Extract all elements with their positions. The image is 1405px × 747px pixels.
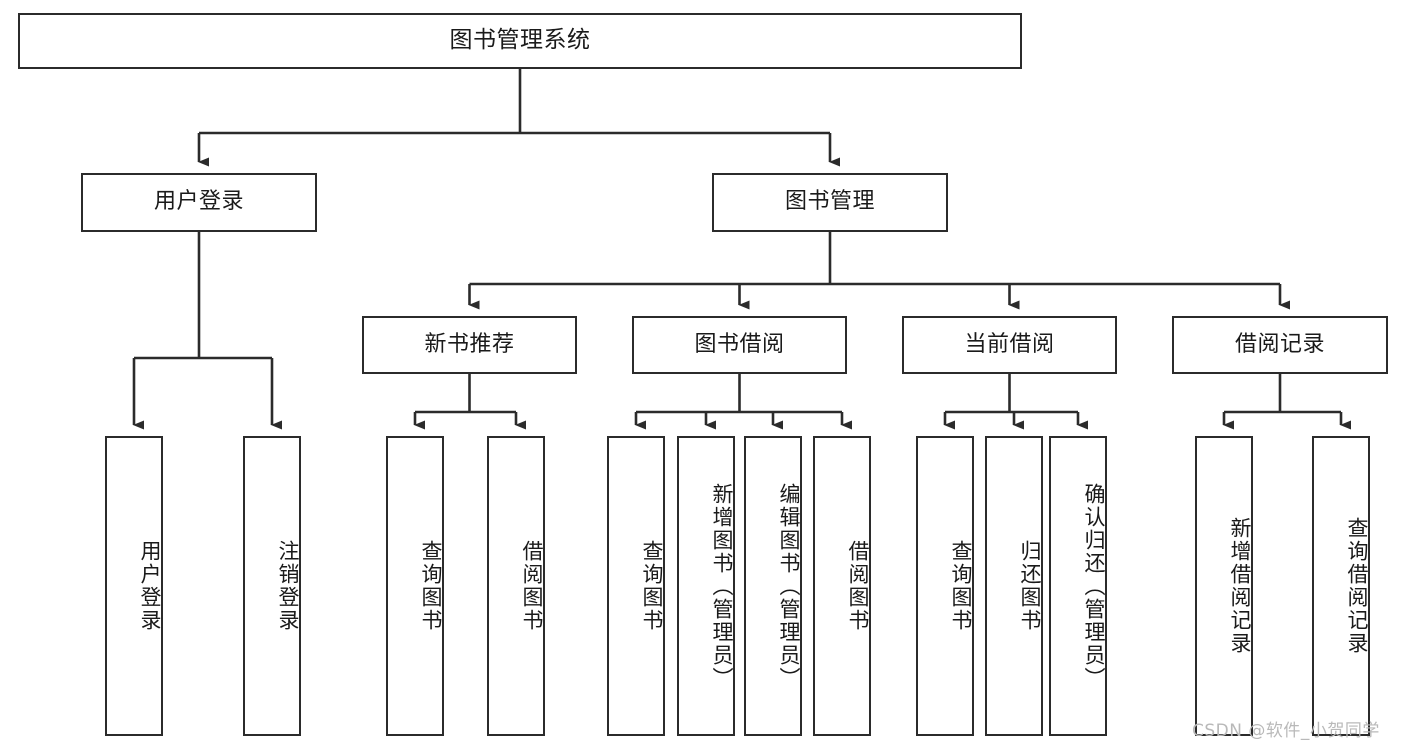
node-book-borrow[interactable]: 图书借阅 xyxy=(632,316,847,374)
node-leaf-query-book-1[interactable]: 查询图书 xyxy=(386,436,444,736)
node-leaf-query-book-2[interactable]: 查询图书 xyxy=(607,436,665,736)
node-label: 新增借阅记录 xyxy=(1228,517,1252,655)
node-root[interactable]: 图书管理系统 xyxy=(18,13,1022,69)
node-label: 图书管理系统 xyxy=(449,27,591,54)
node-label: 查询图书 xyxy=(419,540,443,632)
node-leaf-return-book[interactable]: 归还图书 xyxy=(985,436,1043,736)
node-leaf-borrow-book-2[interactable]: 借阅图书 xyxy=(813,436,871,736)
node-leaf-add-borrow-record[interactable]: 新增借阅记录 xyxy=(1195,436,1253,736)
node-leaf-query-book-3[interactable]: 查询图书 xyxy=(916,436,974,736)
node-label: 借阅记录 xyxy=(1234,331,1325,357)
node-current-borrow[interactable]: 当前借阅 xyxy=(902,316,1117,374)
node-label: 借阅图书 xyxy=(846,540,870,632)
node-label: 归还图书 xyxy=(1018,540,1042,632)
node-user-login[interactable]: 用户登录 xyxy=(81,173,317,232)
node-leaf-query-borrow-record[interactable]: 查询借阅记录 xyxy=(1312,436,1370,736)
node-label: 注销登录 xyxy=(276,540,300,632)
node-label: 查询借阅记录 xyxy=(1345,517,1369,655)
node-label: 借阅图书 xyxy=(520,540,544,632)
node-leaf-user-login[interactable]: 用户登录 xyxy=(105,436,163,736)
node-leaf-add-book-admin[interactable]: 新增图书（管理员） xyxy=(677,436,735,736)
node-leaf-edit-book-admin[interactable]: 编辑图书（管理员） xyxy=(744,436,802,736)
node-leaf-logout[interactable]: 注销登录 xyxy=(243,436,301,736)
node-label: 用户登录 xyxy=(138,540,162,632)
node-label: 用户登录 xyxy=(153,189,244,215)
node-label: 图书管理 xyxy=(784,189,875,215)
node-label: 新增图书（管理员） xyxy=(710,482,734,690)
node-borrow-records[interactable]: 借阅记录 xyxy=(1172,316,1388,374)
node-leaf-confirm-return-admin[interactable]: 确认归还（管理员） xyxy=(1049,436,1107,736)
node-new-book-recommend[interactable]: 新书推荐 xyxy=(362,316,577,374)
node-label: 查询图书 xyxy=(640,540,664,632)
node-label: 确认归还（管理员） xyxy=(1082,482,1106,690)
node-label: 查询图书 xyxy=(949,540,973,632)
node-label: 编辑图书（管理员） xyxy=(777,482,801,690)
node-book-management[interactable]: 图书管理 xyxy=(712,173,948,232)
node-label: 图书借阅 xyxy=(694,331,785,357)
node-label: 当前借阅 xyxy=(964,331,1055,357)
node-label: 新书推荐 xyxy=(424,331,515,357)
node-leaf-borrow-book-1[interactable]: 借阅图书 xyxy=(487,436,545,736)
